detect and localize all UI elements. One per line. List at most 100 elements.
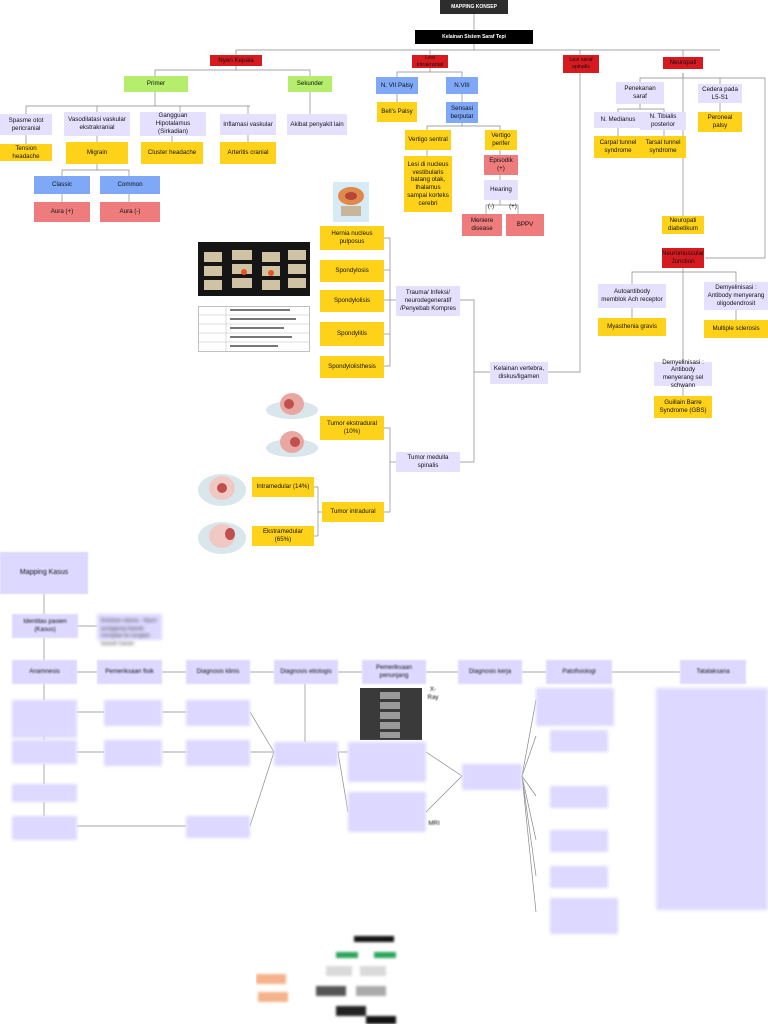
node-spasme: Spasme otot pericranial — [0, 114, 52, 135]
node-bppv: BPPV — [506, 214, 544, 236]
tumor-intramedular-image — [198, 474, 246, 506]
kasus-penunjang-detail-2 — [348, 792, 426, 832]
kasus-identitas: Identitas pasien (Kasus) — [12, 614, 78, 638]
category-lesi-intrakranial: Lesi intrakranial — [412, 55, 448, 68]
kasus-penunjang-detail-1 — [348, 742, 426, 782]
node-kelainan-vertebra: Kelainan vertebra, diskus/ligamen — [490, 362, 548, 384]
node-vertigo-sentral: Vertigo sentral — [405, 130, 451, 150]
kasus-patofisiologi: Patofisiologi — [546, 660, 612, 684]
node-hernia-nucleus-pulposus: Hernia nucleus pulposus — [320, 226, 384, 250]
node-tension-headache: Tension headache — [0, 144, 52, 161]
node-spondylolisis: Spondylolisis — [320, 290, 384, 312]
kasus-klinis-detail-3 — [186, 816, 250, 838]
node-tumor-intradural: Tumor intradural — [322, 502, 384, 522]
node-sekunder: Sekunder — [288, 76, 332, 92]
category-neuropati: Neuropati — [663, 57, 703, 69]
node-tumor-medulla-spinalis: Tumor medulla spinalis — [396, 452, 460, 472]
tumor-ekstradural-image-1 — [266, 393, 318, 419]
kasus-diagnosis-klinis: Diagnosis klinis — [186, 660, 250, 684]
node-meniere-disease: Meniere disease — [462, 214, 502, 236]
kasus-klinis-detail-2 — [186, 740, 250, 766]
node-cluster-headache: Cluster headache — [141, 142, 203, 164]
node-vasodilatasi: Vasodilatasi vaskular ekstrakranial — [64, 112, 130, 136]
node-penekanan-saraf: Penekanan saraf — [616, 82, 664, 104]
tumor-ekstramedular-image — [198, 522, 246, 554]
kasus-tatalaksana: Tatalaksana — [680, 660, 746, 684]
node-spondylolisthesis: Spondylolisthesis — [320, 356, 384, 378]
node-neuromuscular-junction: Neuromuscular Junction — [662, 248, 704, 268]
node-lesi-nukleus: Lesi di nucleus vestibularis batang otak… — [404, 156, 452, 212]
vertebra-image — [333, 182, 369, 222]
node-arteritis-cranial: Arteritis cranial — [220, 142, 276, 164]
kasus-title: Mapping Kasus — [0, 552, 88, 594]
kasus-patofisiologi-detail-2 — [550, 730, 608, 752]
kasus-fisik-detail-1 — [104, 700, 162, 726]
kasus-anamnesis-detail-3 — [12, 784, 77, 802]
label-hearing-negative: (-) — [487, 203, 495, 211]
kasus-klinis-detail-1 — [186, 700, 250, 726]
node-cedera-l5s1: Cedera pada L5-S1 — [698, 84, 742, 103]
blurred-mini-map — [256, 936, 396, 1024]
node-autoantibody: Autoantibody memblok Ach receptor — [598, 284, 666, 308]
label-xray: X-Ray — [427, 686, 439, 701]
node-intramedular: Intramedular (14%) — [252, 477, 314, 497]
node-multiple-sclerosis: Multiple sclerosis — [704, 320, 768, 338]
node-migrain: Migrain — [66, 142, 128, 164]
kasus-patofisiologi-detail-5 — [550, 866, 608, 888]
kasus-anamnesis-detail-4 — [12, 816, 77, 840]
spondylosis-table-image — [198, 306, 310, 352]
page-subtitle: Kelainan Sistem Saraf Tepi — [415, 30, 533, 44]
kasus-anamnesis: Anamnesis — [12, 660, 77, 684]
node-spondylitis: Spondylitis — [320, 322, 384, 346]
node-common: Common — [100, 176, 160, 194]
kasus-pemeriksaan-penunjang: Pemeriksaan penunjang — [362, 660, 426, 684]
category-lesi-saraf-spinalis: Lesi saraf spinalis — [563, 55, 599, 73]
kasus-pemeriksaan-fisik: Pemeriksaan fisik — [97, 660, 162, 684]
node-peroneal-palsy: Peroneal palsy — [698, 112, 742, 132]
node-episodik: Episodik (+) — [484, 155, 518, 175]
label-mri: MRI — [428, 820, 440, 828]
kasus-etiologis-detail — [274, 742, 338, 766]
kasus-patofisiologi-detail-6 — [550, 898, 618, 934]
node-primer: Primer — [124, 76, 188, 92]
label-hearing-positive: (+) — [509, 203, 517, 211]
node-demyelinisasi-oligodendrosit: Demyelinisasi : Antibody menyerang oligo… — [704, 282, 768, 310]
kasus-anamnesis-detail-1 — [12, 700, 77, 738]
node-demyelinisasi-schwann: Demyelinisasi : Antibody menyerang sel s… — [654, 359, 712, 389]
node-vertigo-perifer: Vertigo perifer — [485, 130, 517, 150]
node-nvii-palsy: N. VII Palsy — [376, 77, 418, 94]
node-guillain-barre: Guillain Barre Syndrome (GBS) — [654, 396, 712, 418]
node-tarsal-tunnel: Tarsal tunnel syndrome — [640, 136, 686, 158]
node-inflamasi: Inflamasi vaskular — [220, 114, 276, 135]
kasus-kerja-detail — [462, 764, 522, 790]
node-neuropati-diabetikum: Neuropati diabetikum — [662, 216, 704, 234]
node-bells-palsy: Bell's Palsy — [377, 102, 417, 122]
kasus-patofisiologi-detail-4 — [550, 830, 608, 852]
kasus-diagnosis-etiologis: Diagnosis etiologis — [274, 660, 338, 684]
node-sensasi-berputar: Sensasi berputar — [446, 102, 478, 123]
node-tumor-ekstradural: Tumor ekstradural (10%) — [320, 416, 384, 440]
node-n-tibialis: N. Tibialis posterior — [640, 112, 686, 130]
node-nviii: N.VIII — [446, 77, 478, 94]
kasus-patofisiologi-detail-1 — [536, 688, 614, 726]
node-hearing: Hearing — [484, 180, 518, 200]
node-aura-positive: Aura (+) — [34, 202, 90, 222]
page-title: MAPPING KONSEP — [440, 0, 508, 14]
node-spondylosis: Spondylosis — [320, 260, 384, 282]
node-myasthenia-gravis: Myasthenia gravis — [598, 318, 666, 336]
category-nyeri-kepala: Nyeri Kepala — [210, 55, 262, 66]
kasus-keluhan-utama: Keluhan utama - Nyeri punggung bawah men… — [97, 614, 162, 647]
spondylosis-xray-image — [198, 242, 310, 296]
tumor-ekstradural-image-2 — [266, 431, 318, 457]
node-ekstramedular: Ekstramedular (65%) — [252, 526, 314, 546]
kasus-anamnesis-detail-2 — [12, 740, 77, 764]
node-classic: Classic — [34, 176, 90, 194]
node-trauma-infeksi: Trauma/ Infeksi/ neurodegeneratif /Penye… — [396, 286, 460, 316]
node-hipotalamus: Gangguan Hipotalamus (Sirkadian) — [140, 112, 206, 136]
node-n-medianus: N. Medianus — [594, 112, 642, 128]
node-akibat: Akibat penyakit lain — [287, 114, 347, 135]
kasus-patofisiologi-detail-3 — [550, 786, 608, 808]
kasus-tatalaksana-detail — [656, 688, 768, 910]
